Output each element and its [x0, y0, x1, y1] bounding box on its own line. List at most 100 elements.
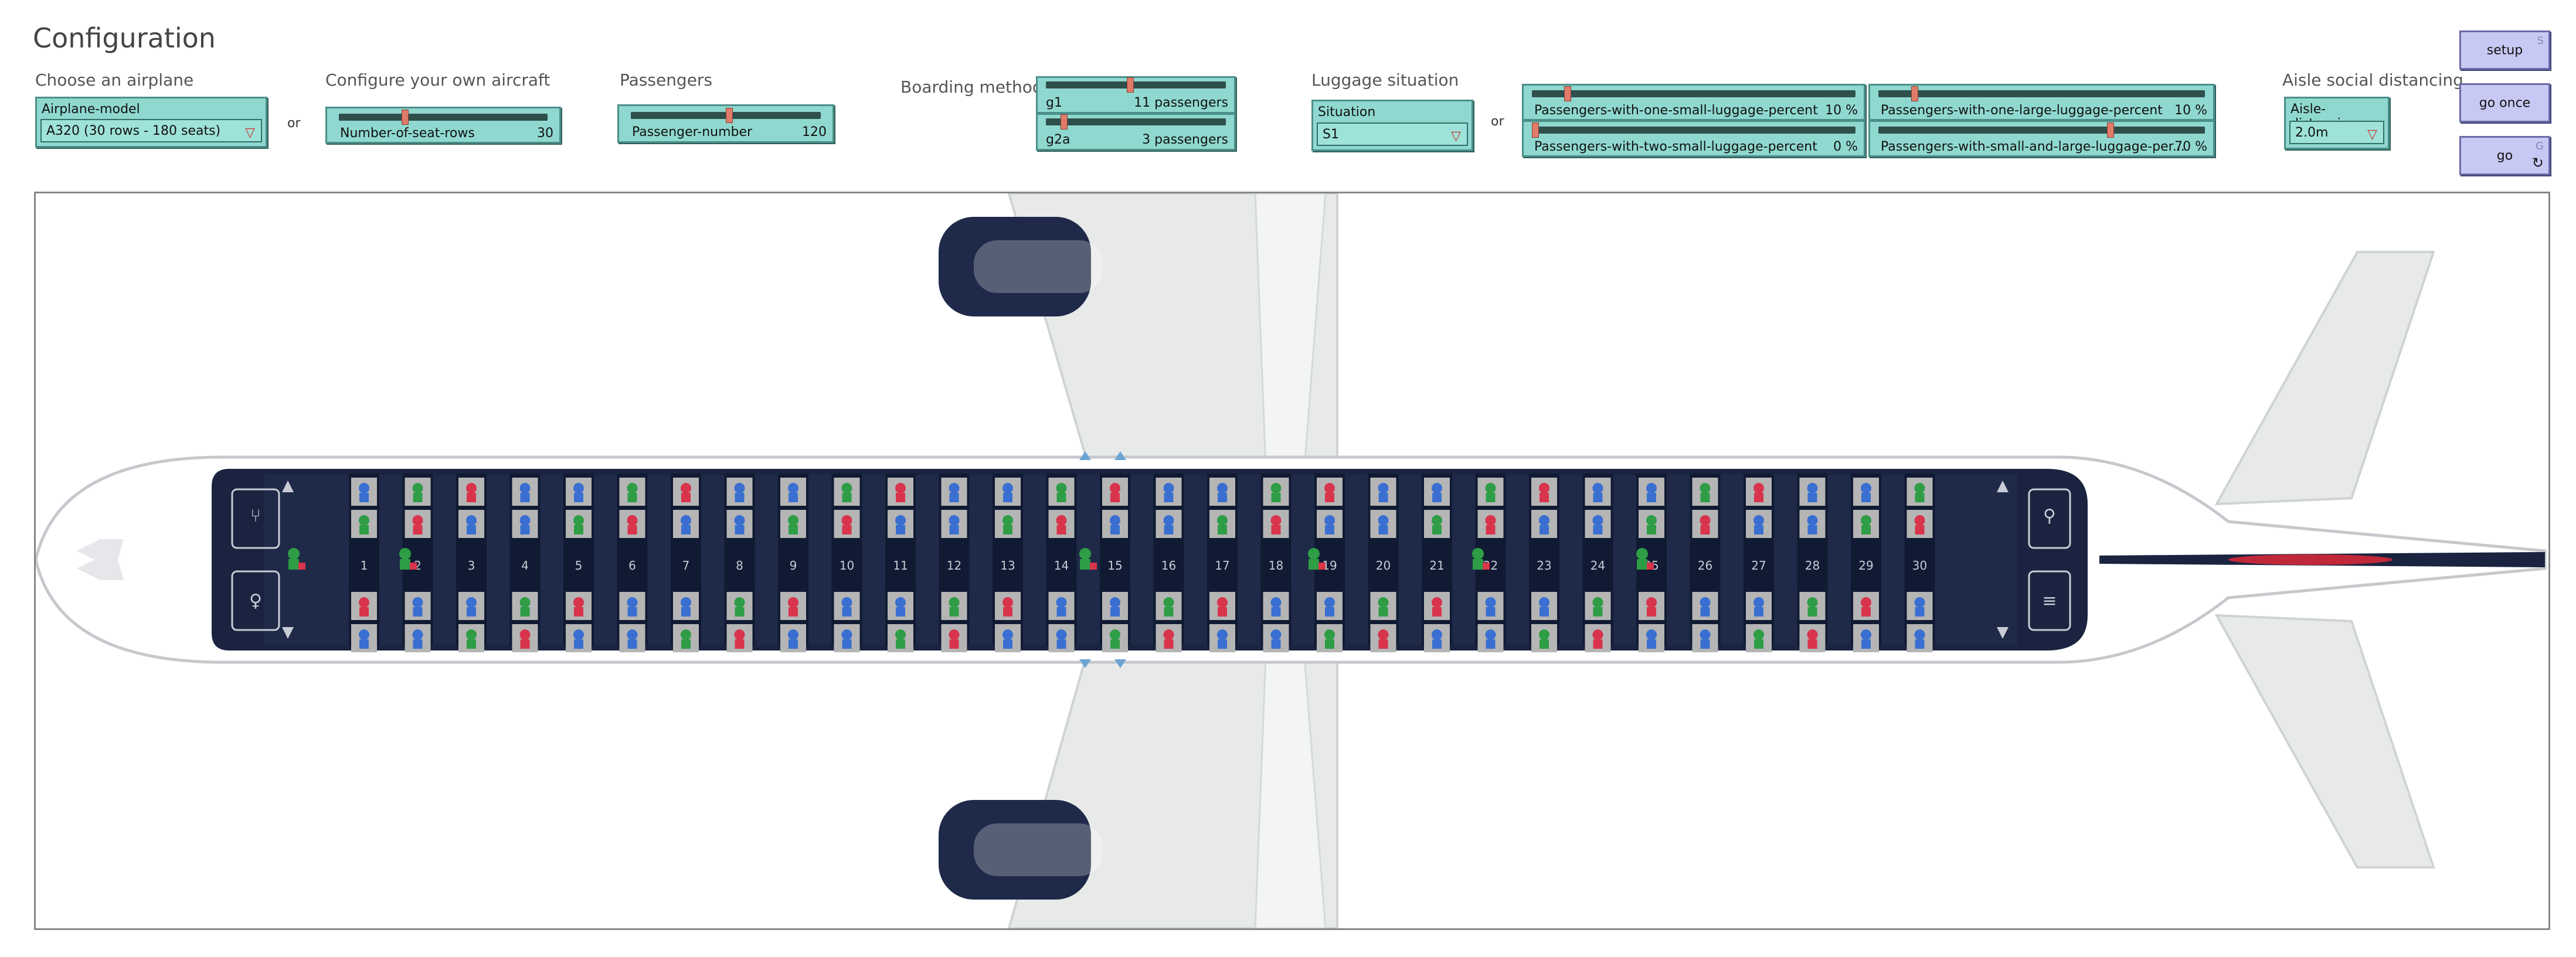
passenger-body-icon	[681, 639, 691, 649]
passenger-icon	[1217, 515, 1228, 526]
seat-rows-slider[interactable]: Number-of-seat-rows 30	[325, 107, 561, 144]
luggage-icon	[1483, 563, 1490, 570]
passenger-body-icon	[1003, 525, 1012, 534]
passenger-icon	[1700, 483, 1711, 493]
lavatory-icon: ♀	[249, 591, 262, 611]
boarding-g1-track[interactable]	[1046, 77, 1226, 93]
passenger-icon	[1914, 629, 1925, 640]
go-button[interactable]: G go ↻	[2459, 136, 2550, 175]
row-number-label: 30	[1912, 558, 1927, 573]
lavatory-box-bottom	[231, 570, 280, 631]
passenger-number-track[interactable]	[631, 108, 821, 123]
passenger-icon	[1807, 597, 1818, 608]
passenger-body-icon	[789, 525, 798, 534]
two-small-luggage-label: Passengers-with-two-small-luggage-percen…	[1534, 139, 1817, 154]
row-number-label: 23	[1537, 558, 1551, 573]
section-label-passengers: Passengers	[620, 70, 713, 90]
passenger-body-icon	[1271, 493, 1281, 502]
small-and-large-luggage-slider[interactable]: Passengers-with-small-and-large-luggage-…	[1868, 120, 2215, 157]
passenger-icon	[1539, 515, 1549, 526]
small-and-large-luggage-knob[interactable]	[2106, 122, 2114, 138]
passenger-body-icon	[1486, 607, 1496, 617]
passenger-icon	[681, 597, 691, 608]
passenger-number-slider[interactable]: Passenger-number 120	[617, 104, 834, 143]
airplane-model-select[interactable]: A320 (30 rows - 180 seats) ▽	[40, 119, 262, 142]
passenger-icon	[466, 629, 477, 640]
passenger-icon	[681, 629, 691, 640]
section-label-airplane: Choose an airplane	[35, 70, 194, 90]
passenger-body-icon	[1540, 639, 1549, 649]
two-small-luggage-slider[interactable]: Passengers-with-two-small-luggage-percen…	[1522, 120, 1865, 157]
passenger-icon	[1324, 629, 1335, 640]
boarding-g2a-slider[interactable]: g2a 3 passengers	[1036, 113, 1236, 151]
engine-top	[939, 217, 1091, 316]
one-small-luggage-track[interactable]	[1532, 86, 1855, 101]
go-once-button[interactable]: go once	[2459, 83, 2550, 122]
passenger-body-icon	[413, 607, 423, 617]
passenger-body-icon	[949, 607, 959, 617]
passenger-icon	[1110, 483, 1120, 493]
passenger-icon	[359, 515, 369, 526]
seat-rows-track[interactable]	[339, 110, 548, 125]
passenger-body-icon	[1486, 639, 1496, 649]
passenger-body-icon	[467, 493, 476, 502]
passenger-icon	[573, 515, 584, 526]
small-and-large-luggage-track[interactable]	[1878, 122, 2205, 138]
one-small-luggage-slider[interactable]: Passengers-with-one-small-luggage-percen…	[1522, 84, 1865, 121]
passenger-number-knob[interactable]	[726, 108, 733, 123]
passenger-icon	[1646, 629, 1657, 640]
seat-rows-knob[interactable]	[401, 110, 409, 125]
two-small-luggage-track[interactable]	[1532, 122, 1855, 138]
one-large-luggage-knob[interactable]	[1911, 86, 1918, 101]
one-large-luggage-track[interactable]	[1878, 86, 2205, 101]
boarding-g2a-track[interactable]	[1046, 114, 1226, 130]
passenger-icon	[573, 483, 584, 493]
setup-button[interactable]: S setup	[2459, 30, 2550, 70]
one-small-luggage-label: Passengers-with-one-small-luggage-percen…	[1534, 103, 1818, 118]
passenger-body-icon	[1861, 639, 1871, 649]
passenger-body-icon	[627, 525, 637, 534]
passenger-icon	[1110, 629, 1120, 640]
engine-bottom	[939, 800, 1091, 900]
passenger-body-icon	[1754, 639, 1763, 649]
passenger-icon	[1110, 515, 1120, 526]
passenger-icon	[895, 597, 906, 608]
passenger-body-icon	[1647, 493, 1656, 502]
passenger-icon	[1270, 629, 1282, 640]
passenger-icon	[841, 629, 852, 640]
passenger-body-icon	[520, 493, 530, 502]
passenger-icon	[1539, 597, 1549, 608]
passenger-icon	[359, 629, 369, 640]
boarding-g2a-knob[interactable]	[1060, 114, 1068, 130]
situation-chooser[interactable]: Situation S1 ▽	[1311, 100, 1473, 151]
passenger-icon	[1753, 629, 1764, 640]
row-number-label: 13	[1000, 558, 1015, 573]
exit-arrow-icon	[1997, 481, 2009, 492]
passenger-icon	[1861, 483, 1871, 493]
row-number-label: 8	[736, 558, 743, 573]
passenger-body-icon	[1807, 607, 1817, 617]
boarding-g2a-label: g2a	[1046, 132, 1070, 147]
passenger-body-icon	[1056, 607, 1066, 617]
passenger-icon	[573, 629, 584, 640]
one-small-luggage-knob[interactable]	[1564, 86, 1572, 101]
one-large-luggage-slider[interactable]: Passengers-with-one-large-luggage-percen…	[1868, 84, 2215, 121]
two-small-luggage-knob[interactable]	[1532, 122, 1539, 138]
boarding-g1-slider[interactable]: g1 11 passengers	[1036, 76, 1236, 114]
boarding-g1-knob[interactable]	[1127, 77, 1134, 93]
engine-bottom-intake	[974, 823, 1103, 876]
row-number-label: 9	[790, 558, 797, 573]
passenger-body-icon	[681, 525, 691, 534]
aisle-distancing-select[interactable]: 2.0m ▽	[2289, 121, 2384, 144]
passenger-icon	[1539, 629, 1549, 640]
passenger-body-icon	[574, 493, 583, 502]
passenger-body-icon	[896, 607, 905, 617]
passenger-icon	[1270, 483, 1282, 493]
luggage-icon	[1318, 563, 1326, 570]
aisle-distancing-chooser[interactable]: Aisle-distancing 2.0m ▽	[2284, 97, 2390, 149]
boarding-g1-value: 11 passengers	[1134, 96, 1228, 110]
situation-select[interactable]: S1 ▽	[1317, 122, 1468, 146]
airplane-model-chooser[interactable]: Airplane-model A320 (30 rows - 180 seats…	[35, 97, 267, 148]
aisle-passenger-body-icon	[1309, 559, 1319, 570]
